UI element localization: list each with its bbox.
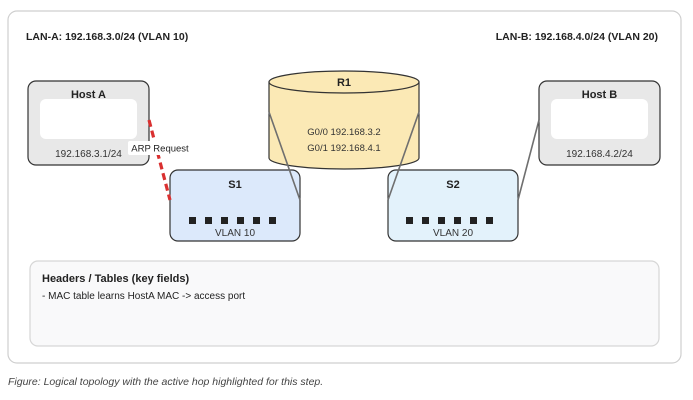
active-link-hosta-s1[interactable] xyxy=(147,119,172,201)
link-r1-s1[interactable] xyxy=(268,111,301,201)
switch-s2[interactable]: S2 VLAN 20 xyxy=(387,169,519,242)
lan-b-label: LAN-B: 192.168.4.0/24 (VLAN 20) xyxy=(496,31,658,43)
headers-panel-title: Headers / Tables (key fields) xyxy=(42,273,189,285)
host-b-name: Host B xyxy=(582,89,618,101)
switch-s1[interactable]: S1 VLAN 10 xyxy=(169,169,301,242)
router-r1-name: R1 xyxy=(337,77,351,89)
host-a-screen xyxy=(40,99,137,139)
active-hop-label-bg xyxy=(128,141,192,155)
switch-s2-port xyxy=(438,217,445,224)
switch-s1-ports xyxy=(189,217,276,224)
switch-s2-port xyxy=(406,217,413,224)
host-a-ip: 192.168.3.1/24 xyxy=(55,149,122,160)
headers-panel-line: - MAC table learns HostA MAC -> access p… xyxy=(42,291,245,302)
switch-s1-vlan: VLAN 10 xyxy=(215,228,255,239)
switch-s2-port xyxy=(422,217,429,224)
headers-panel-box xyxy=(29,260,660,347)
link-r1-s2[interactable] xyxy=(387,111,420,201)
switch-s1-port xyxy=(269,217,276,224)
switch-s1-box xyxy=(169,169,301,242)
switch-s1-port xyxy=(189,217,196,224)
figure-caption: Figure: Logical topology with the active… xyxy=(8,376,323,388)
switch-s2-name: S2 xyxy=(446,179,459,191)
switch-s2-port xyxy=(486,217,493,224)
router-r1-iface-g01: G0/1 192.168.4.1 xyxy=(307,143,380,154)
host-b-screen xyxy=(551,99,648,139)
headers-panel: Headers / Tables (key fields) - MAC tabl… xyxy=(29,260,660,347)
active-hop-label: ARP Request xyxy=(131,144,189,155)
lan-a-label: LAN-A: 192.168.3.0/24 (VLAN 10) xyxy=(26,31,188,43)
router-r1-body xyxy=(268,82,420,170)
router-r1-iface-g00: G0/0 192.168.3.2 xyxy=(307,127,380,138)
router-r1-top xyxy=(268,70,420,94)
switch-s2-ports xyxy=(406,217,493,224)
switch-s2-box xyxy=(387,169,519,242)
switch-s1-port xyxy=(221,217,228,224)
switch-s2-port xyxy=(470,217,477,224)
switch-s1-port xyxy=(205,217,212,224)
switch-s1-name: S1 xyxy=(228,179,241,191)
switch-s2-vlan: VLAN 20 xyxy=(433,228,473,239)
host-b-ip: 192.168.4.2/24 xyxy=(566,149,633,160)
switch-s1-port xyxy=(253,217,260,224)
host-a-name: Host A xyxy=(71,89,106,101)
router-r1[interactable]: R1 G0/0 192.168.3.2 G0/1 192.168.4.1 xyxy=(268,70,420,170)
link-hostb-s2[interactable] xyxy=(517,119,540,201)
switch-s2-port xyxy=(454,217,461,224)
host-b[interactable]: Host B 192.168.4.2/24 xyxy=(538,80,661,166)
switch-s1-port xyxy=(237,217,244,224)
